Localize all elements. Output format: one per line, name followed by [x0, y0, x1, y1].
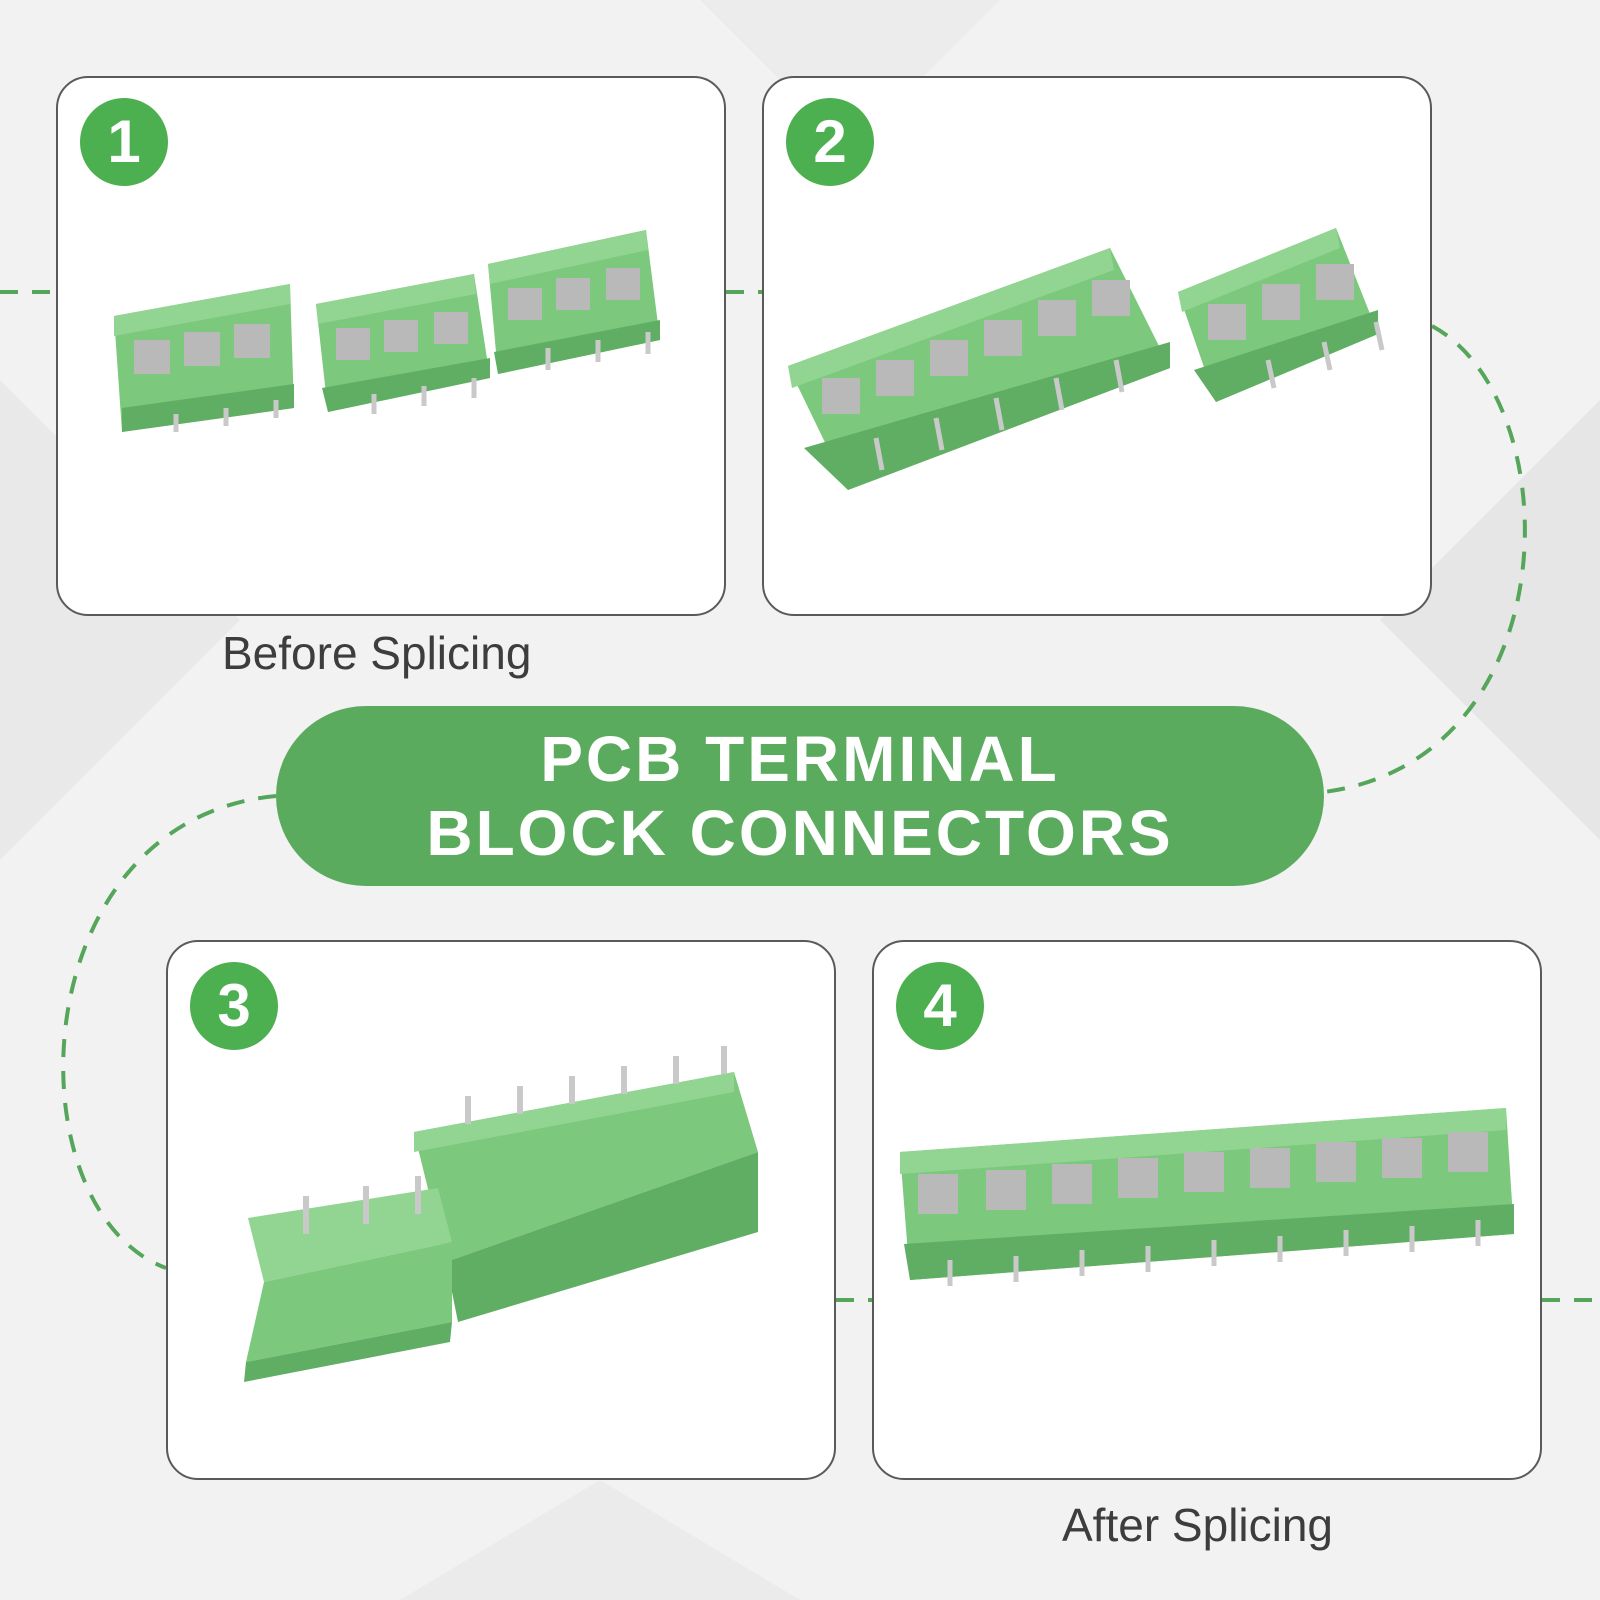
- step-1-badge: 1: [80, 98, 168, 186]
- step-1-panel: 1: [56, 76, 726, 616]
- step-3-badge: 3: [190, 962, 278, 1050]
- step-4-badge: 4: [896, 962, 984, 1050]
- connectors-separate-image: [114, 230, 660, 432]
- title-line-2: BLOCK CONNECTORS: [426, 797, 1174, 869]
- connectors-partially-joined-image: [788, 228, 1385, 490]
- step-2-panel: 2: [762, 76, 1432, 616]
- connectors-joined-image: [900, 1108, 1514, 1286]
- connectors-splicing-image: [244, 1046, 758, 1382]
- title-banner: PCB TERMINAL BLOCK CONNECTORS: [276, 706, 1324, 886]
- before-splicing-caption: Before Splicing: [222, 627, 532, 679]
- step-4-panel: 4: [872, 940, 1542, 1480]
- after-splicing-caption: After Splicing: [1062, 1499, 1334, 1551]
- step-3-panel: 3: [166, 940, 836, 1480]
- title-line-1: PCB TERMINAL: [540, 723, 1060, 795]
- step-2-badge: 2: [786, 98, 874, 186]
